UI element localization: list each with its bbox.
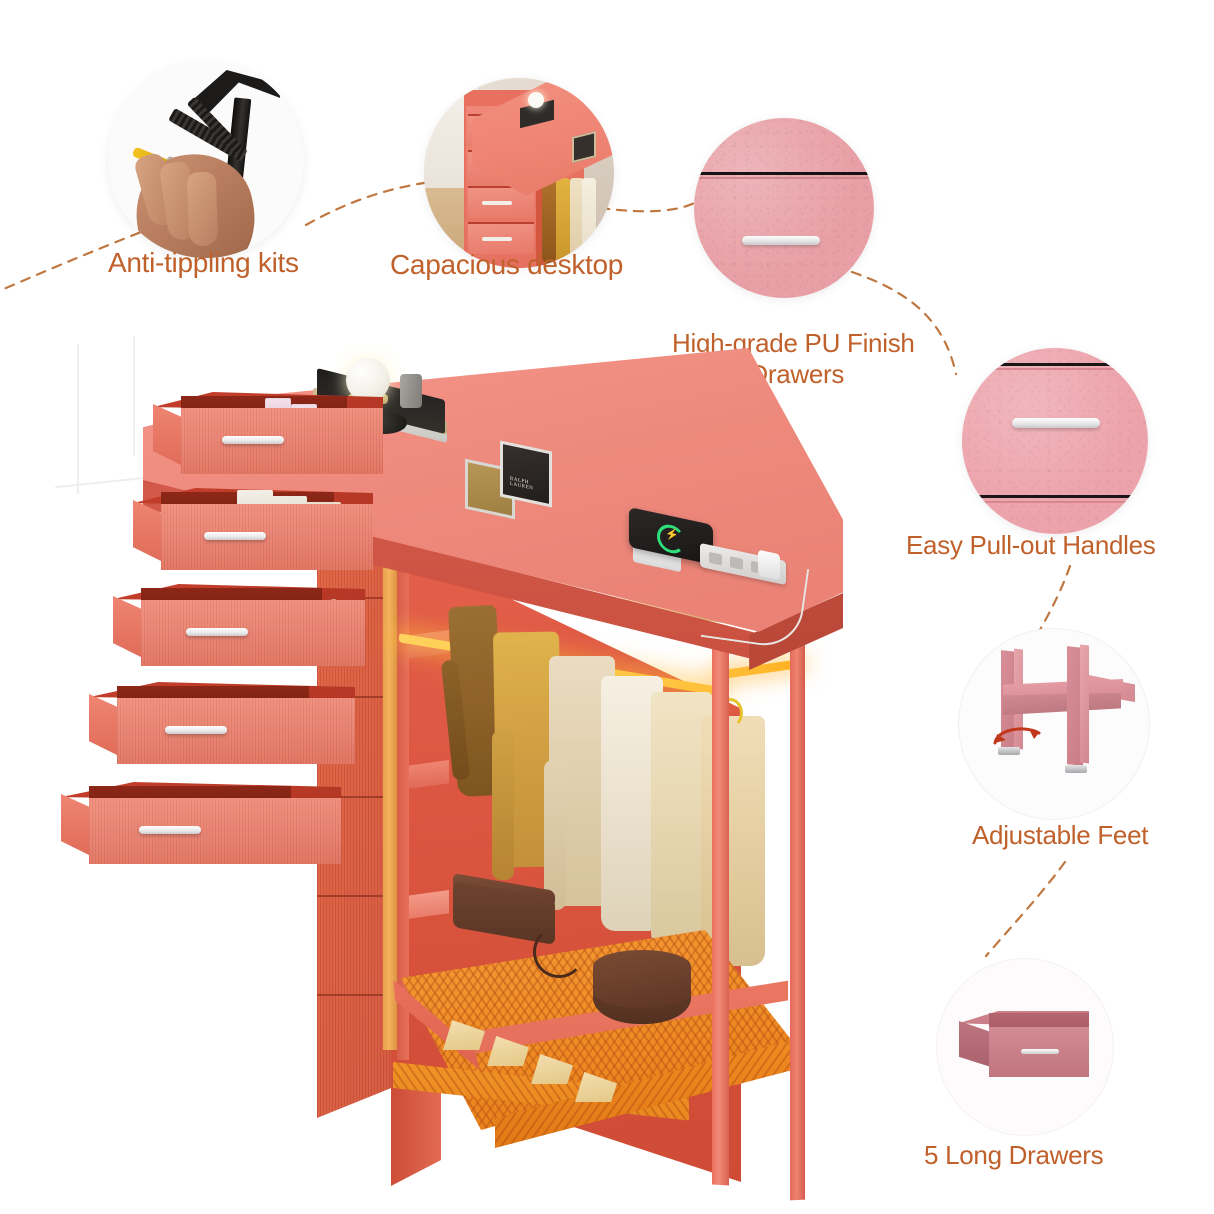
frame-leg-front [712,629,729,1186]
drawer-handle-icon[interactable] [222,436,285,444]
globe-lamp-icon [528,92,544,108]
callout-bubble-adjustable-feet [958,628,1150,820]
callout-bubble-easy-pull-out-handles [962,348,1148,534]
drawer-side-panel [959,1021,991,1067]
dash-segment-1-2 [304,180,432,227]
frame-leg-inner [383,530,397,1050]
drawer-icon [468,222,534,254]
wall-edge [77,344,79,494]
drawer-side [133,500,163,562]
callout-label-capacious-desktop: Capacious desktop [390,249,624,280]
drawer-handle-icon[interactable] [139,826,202,834]
callout-label-anti-tippling-kits: Anti-tippling kits [108,247,299,278]
adjustable-foot-icon [998,747,1020,755]
power-socket [730,556,743,570]
callout-bubble-anti-tippling-kits [108,62,304,258]
pu-fabric-swatch-icon [694,118,874,298]
black-photo-frame: RALPH LAUREN [500,440,552,508]
drawer-seam-line [962,363,1148,366]
callout-bubble-five-long-drawers [936,958,1114,1136]
open-drawer-box-icon [959,1011,1089,1079]
drawer-seam-highlight [694,177,874,179]
drawer-handle-icon[interactable] [164,726,227,734]
drawer-handle-icon [742,236,820,245]
garment-icon [582,178,596,264]
wall-edge [133,336,135,456]
adjustable-foot-icon [1065,765,1087,773]
drawer-open-5[interactable] [61,782,341,894]
metal-cup [400,374,422,408]
photo-frame-brand-text: RALPH LAUREN [510,476,534,492]
drawer-open-1[interactable] [153,392,383,496]
drawer-handle-icon[interactable] [204,532,267,540]
drawer-front [117,698,355,764]
drawer-side [89,694,119,756]
drawer-handle-icon[interactable] [186,628,249,636]
drawer-open-2[interactable] [133,488,373,592]
drawer-handle-icon [482,201,512,205]
garment-icon [570,178,584,264]
leg-icon [1080,644,1089,764]
fabric-grain-texture [962,348,1148,534]
frame-leg-divider [397,500,409,1060]
drawer-seam-highlight [962,368,1148,370]
garment-tan-coat [701,716,765,966]
frame-post-icon [536,136,544,266]
garment-sleeve [544,760,566,910]
drawer-side [153,404,183,466]
drawer-seam-highlight [962,501,1148,503]
callout-label-five-long-drawers: 5 Long Drawers [924,1140,1104,1170]
dash-segment-2-3 [598,198,702,213]
hat-box-lid [593,950,691,1008]
bag-strap [533,926,585,978]
callout-label-easy-pull-out-handles: Easy Pull-out Handles [906,530,1156,560]
garment-sleeve [492,730,514,880]
drawer-front [161,504,373,570]
garment-icon [542,178,556,264]
callout-label-adjustable-feet: Adjustable Feet [972,820,1149,850]
power-adapter [758,549,780,581]
drawer-open-3[interactable] [113,584,365,690]
drawer-handle-icon [482,237,512,241]
drawer-front [141,600,365,666]
power-socket [709,551,722,566]
drawer-open-4[interactable] [89,682,355,790]
drawer-handle-icon [1021,1049,1059,1054]
fabric-grain-texture [694,118,874,298]
drawer-handle-icon [1012,418,1100,428]
drawer-seam-line [694,172,874,175]
frame-leg-back [790,619,805,1201]
drawer-side [113,596,143,658]
callout-bubble-capacious-desktop [424,78,614,268]
drawer-seam-line [962,495,1148,498]
finger-icon [186,171,219,247]
drawer-side [61,794,91,856]
drawer-front [89,798,341,864]
pu-fabric-swatch-icon [962,348,1148,534]
product-render-pink-dresser: RALPH LAUREN ⚡ [55,330,845,1201]
dash-segment-5-6 [984,860,1067,958]
cross-rail-shadow-icon [1003,693,1121,715]
callout-bubble-pu-finish-fabric-drawers [694,118,874,298]
garment-icon [556,178,570,264]
globe-lamp-icon [346,358,390,402]
rotation-arrow-icon [993,727,1041,745]
